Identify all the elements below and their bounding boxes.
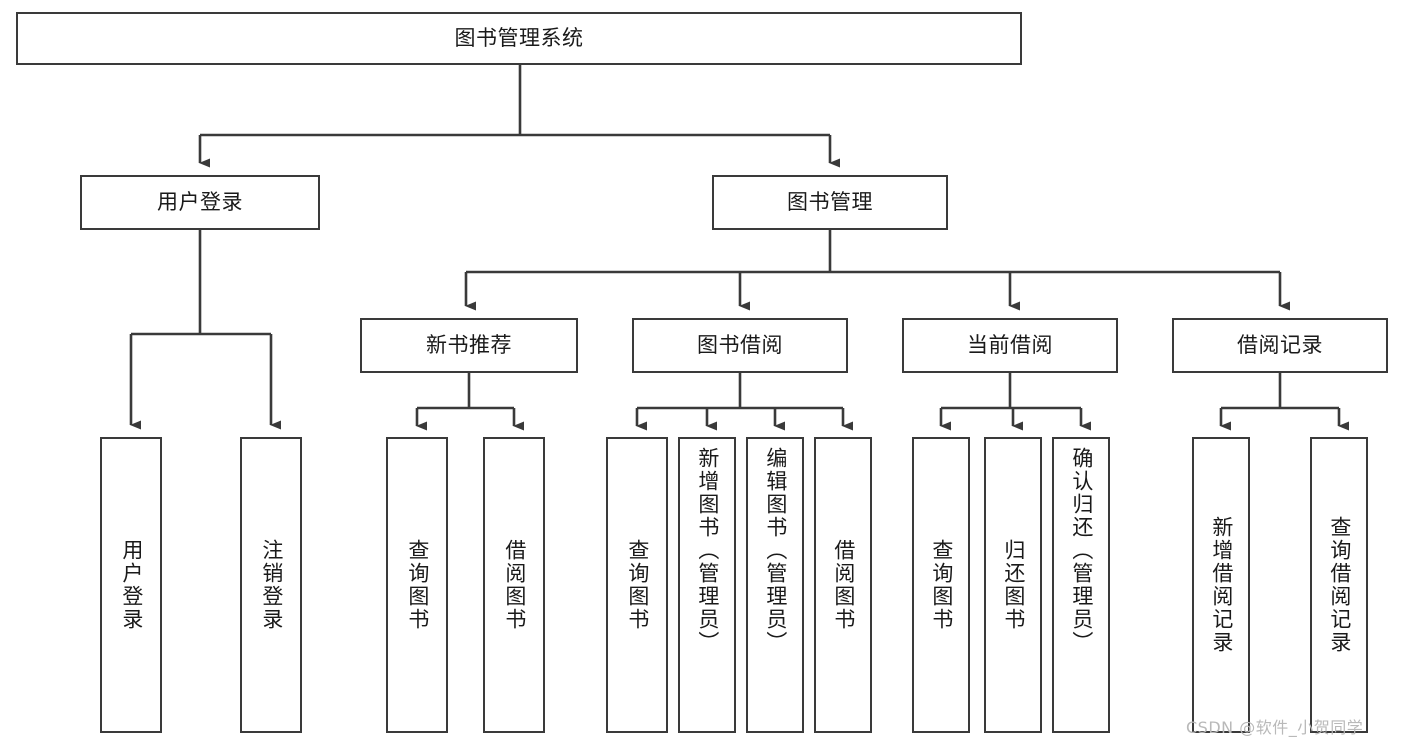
leaf-borrow-book-2-label: 借阅图书	[831, 539, 856, 631]
node-new-book-rec[interactable]: 新书推荐	[360, 318, 578, 373]
leaf-add-book[interactable]: 新增图书（管理员）	[678, 437, 736, 733]
leaf-return-book-label: 归还图书	[1001, 539, 1026, 631]
leaf-borrow-book-1-label: 借阅图书	[502, 539, 527, 631]
leaf-add-book-label: 新增图书（管理员）	[695, 447, 720, 654]
leaf-borrow-book-2[interactable]: 借阅图书	[814, 437, 872, 733]
leaf-query-book-2[interactable]: 查询图书	[606, 437, 668, 733]
node-root-label: 图书管理系统	[454, 25, 584, 50]
node-borrow-record[interactable]: 借阅记录	[1172, 318, 1388, 373]
node-new-book-rec-label: 新书推荐	[426, 332, 512, 357]
leaf-query-book-3-label: 查询图书	[929, 539, 954, 631]
leaf-user-logout-label: 注销登录	[259, 539, 284, 631]
leaf-confirm-return[interactable]: 确认归还（管理员）	[1052, 437, 1110, 733]
leaf-edit-book[interactable]: 编辑图书（管理员）	[746, 437, 804, 733]
leaf-edit-book-label: 编辑图书（管理员）	[763, 447, 788, 654]
leaf-user-login-label: 用户登录	[119, 539, 144, 631]
csdn-watermark: CSDN @软件_小贺同学	[1186, 718, 1364, 737]
node-root[interactable]: 图书管理系统	[16, 12, 1022, 65]
leaf-add-record[interactable]: 新增借阅记录	[1192, 437, 1250, 733]
leaf-add-record-label: 新增借阅记录	[1209, 516, 1234, 654]
leaf-user-login[interactable]: 用户登录	[100, 437, 162, 733]
leaf-query-book-2-label: 查询图书	[625, 539, 650, 631]
node-book-manage[interactable]: 图书管理	[712, 175, 948, 230]
node-book-manage-label: 图书管理	[787, 189, 873, 214]
node-current-borrow-label: 当前借阅	[967, 332, 1053, 357]
node-user-login-label: 用户登录	[157, 189, 243, 214]
leaf-user-logout[interactable]: 注销登录	[240, 437, 302, 733]
leaf-query-record-label: 查询借阅记录	[1327, 516, 1352, 654]
node-book-borrow-label: 图书借阅	[697, 332, 783, 357]
leaf-confirm-return-label: 确认归还（管理员）	[1069, 447, 1094, 654]
leaf-borrow-book-1[interactable]: 借阅图书	[483, 437, 545, 733]
node-borrow-record-label: 借阅记录	[1237, 332, 1323, 357]
leaf-query-book-3[interactable]: 查询图书	[912, 437, 970, 733]
leaf-query-book-1[interactable]: 查询图书	[386, 437, 448, 733]
node-current-borrow[interactable]: 当前借阅	[902, 318, 1118, 373]
leaf-query-book-1-label: 查询图书	[405, 539, 430, 631]
node-user-login[interactable]: 用户登录	[80, 175, 320, 230]
leaf-query-record[interactable]: 查询借阅记录	[1310, 437, 1368, 733]
leaf-return-book[interactable]: 归还图书	[984, 437, 1042, 733]
node-book-borrow[interactable]: 图书借阅	[632, 318, 848, 373]
